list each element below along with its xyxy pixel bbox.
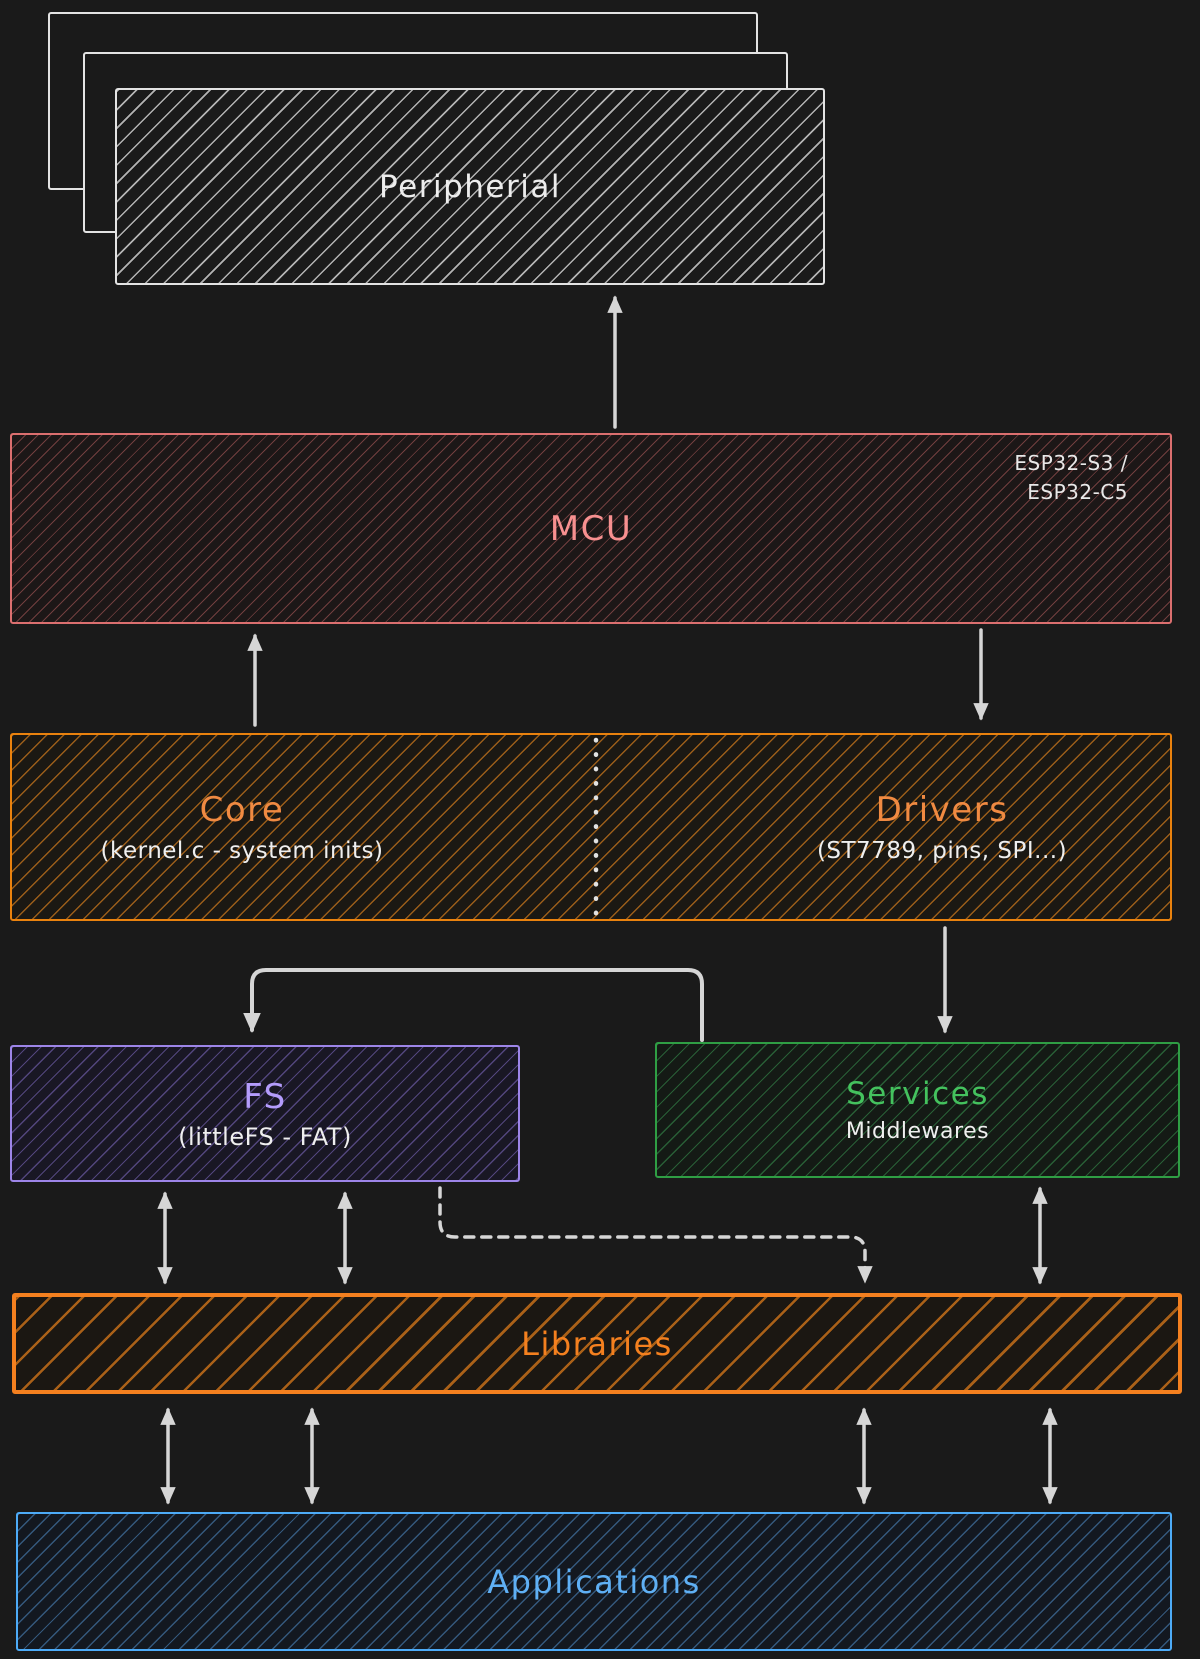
arrow-services-to-fs (243, 968, 704, 1042)
arrow-fs-to-libraries-dashed (438, 1186, 873, 1284)
applications-label: Applications (487, 1562, 701, 1601)
core-label: Core (199, 790, 285, 830)
drivers-label: Drivers (875, 790, 1009, 830)
core-sublabel: (kernel.c - system inits) (100, 838, 384, 864)
mcu-chip-note: ESP32-S3 / ESP32-C5 (1014, 449, 1128, 507)
services-sublabel: Middlewares (845, 1119, 990, 1144)
mcu-box: ESP32-S3 / ESP32-C5 MCU (10, 433, 1172, 624)
libraries-label: Libraries (521, 1324, 673, 1363)
fs-box: FS (littleFS - FAT) (10, 1045, 520, 1182)
libraries-box: Libraries (12, 1293, 1182, 1394)
services-label: Services (846, 1076, 989, 1112)
applications-box: Applications (16, 1512, 1172, 1651)
peripheral-label: Peripherial (379, 168, 561, 205)
fs-label: FS (243, 1076, 287, 1117)
core-drivers-box: Core (kernel.c - system inits) Drivers (… (10, 733, 1172, 921)
mcu-label: MCU (549, 508, 633, 549)
services-box: Services Middlewares (655, 1042, 1180, 1178)
drivers-section: Drivers (ST7789, pins, SPI...) (742, 735, 1142, 919)
core-section: Core (kernel.c - system inits) (42, 735, 442, 919)
mcu-chip-note-line-2: ESP32-C5 (1027, 480, 1128, 504)
peripheral-box: Peripherial (115, 88, 825, 285)
drivers-sublabel: (ST7789, pins, SPI...) (816, 838, 1068, 864)
mcu-chip-note-line-1: ESP32-S3 / (1014, 451, 1128, 475)
fs-sublabel: (littleFS - FAT) (178, 1122, 352, 1151)
